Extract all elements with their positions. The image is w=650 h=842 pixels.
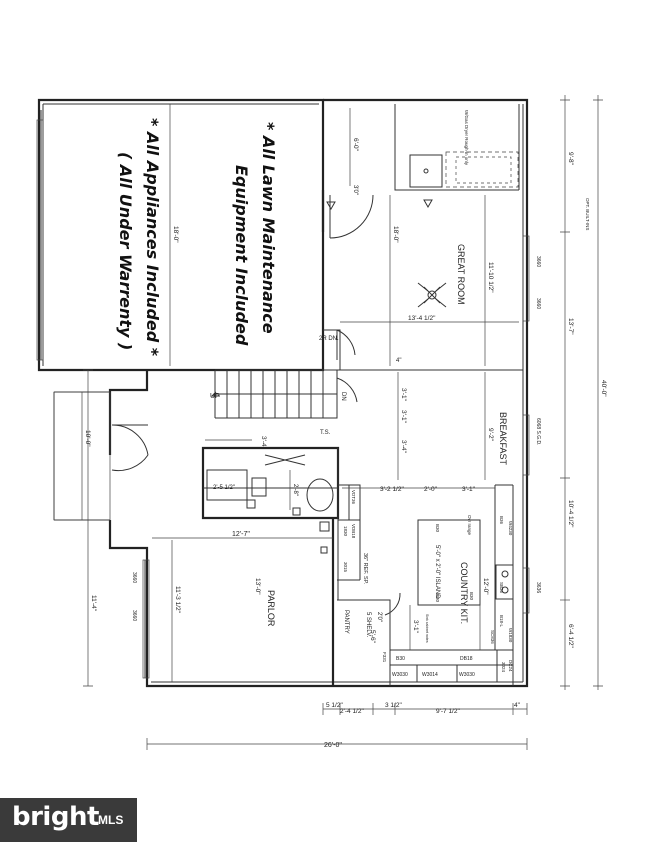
- dim-bottom-5-half: 5 1/2": [326, 702, 343, 709]
- cab-sc836: SC836: [490, 630, 495, 644]
- dim-great-room-width: 11'-10 1/2": [487, 262, 494, 293]
- dim-parlor-width: 12'-7": [232, 531, 250, 538]
- window-3660-d: 3660: [131, 610, 137, 621]
- dim-right-overall-depth: 40'-0": [600, 380, 607, 397]
- dim-3-0: 3'0": [352, 185, 358, 195]
- dim-parlor-depth: 13'-0": [254, 578, 261, 595]
- note-equipment-included: Equipment Included: [232, 165, 251, 346]
- dim-bottom-2-4: 2'-4 1/2": [340, 708, 364, 715]
- dim-great-room-depth: 18'-0": [392, 226, 399, 243]
- cab-b30-a: B30: [396, 656, 405, 662]
- dim-bottom-3-half: 3 1/2": [385, 702, 402, 709]
- dim-2-0-b: 2'0": [376, 612, 382, 622]
- dim-6-0: 6'-0": [352, 138, 359, 152]
- label-2r-dn: 2R DN.: [319, 336, 339, 342]
- label-stair-dn: DN: [340, 392, 346, 401]
- ceiling-fan-icon: [417, 282, 447, 308]
- label-washer-dryer: W/Gas Dryer Rough-in only: [464, 110, 469, 166]
- cab-w3030-b: W3030: [459, 672, 475, 678]
- dim-2-5: 2'-5 1/2": [213, 485, 235, 491]
- cab-1830: 1830: [343, 526, 348, 537]
- room-label-country-kitchen: COUNTRY KIT.: [459, 562, 469, 624]
- exterior-walls: [37, 98, 529, 688]
- dim-right-9-8: 9'-8": [567, 152, 574, 166]
- dim-2-8: 2'-8": [292, 484, 298, 496]
- dimension-labels: 18'-0" 18'-0" 6'-0" 3'0" 11'-10 1/2" 13'…: [84, 138, 607, 749]
- dim-13-4: 13'-4 1/2": [408, 315, 436, 322]
- dim-11-3: 11'-3 1/2": [174, 586, 181, 614]
- dim-3-1-c: 3'-1": [462, 486, 476, 493]
- note-lawn-maintenance: * All Lawn Maintenance: [259, 122, 278, 334]
- room-label-great-room: GREAT ROOM: [456, 244, 466, 305]
- dim-left-room-depth: 18'-0": [172, 226, 179, 243]
- cab-vdb18: VDB18: [351, 524, 356, 539]
- cab-w3014: W3014: [422, 672, 438, 678]
- dim-overall-width: 26'-0": [324, 742, 342, 749]
- window-3660-b: 3660: [535, 298, 541, 309]
- room-label-parlor: PARLOR: [266, 590, 276, 627]
- dim-bottom-4: 4": [514, 702, 521, 709]
- dim-12-0: 12'-0": [482, 578, 489, 595]
- dim-right-10-4: 10'-4 1/2": [567, 500, 574, 528]
- window-3660-a: 3660: [535, 256, 541, 267]
- cab-w1830: W1830: [508, 628, 513, 643]
- brightmls-logo-mls: MLS: [98, 813, 124, 827]
- label-island: 5'-0" x 2'-0" ISLAND: [434, 545, 440, 599]
- label-stair-up: UP: [210, 393, 220, 400]
- dim-ovr-range: Ovr range: [467, 515, 472, 536]
- dim-3-1-b: 3'-1": [400, 410, 407, 424]
- label-shelves: 5 SHELV.: [365, 612, 371, 638]
- cab-b30-b: B30: [469, 592, 474, 601]
- dim-right-opt-built-ins: OPT. BUILT-INS: [585, 198, 590, 230]
- note-appliances-included: * All Appliances Included *: [143, 118, 162, 357]
- dim-5-6: 5'-6": [369, 630, 376, 644]
- note-under-warrenty: ( All Under Warrenty ): [116, 152, 135, 350]
- dim-3-1-d: 3'-1": [412, 620, 419, 634]
- cab-w4230: W4230: [508, 521, 513, 536]
- dim-ts: T.S.: [320, 430, 331, 436]
- cab-vdt36: VDT36: [351, 490, 356, 505]
- stair-treads: [210, 370, 337, 418]
- cab-f331: F331: [382, 652, 387, 663]
- dim-10-0: 10'-0": [84, 430, 91, 447]
- door-sliding-glass: 6068 S.G.D.: [535, 418, 541, 446]
- dimension-lines: [81, 95, 603, 750]
- cab-b18l: B18-L: [499, 615, 504, 628]
- window-3660-c: 3660: [131, 572, 137, 583]
- room-label-breakfast: BREAKFAST: [498, 412, 508, 466]
- cab-db18: DB18: [460, 656, 473, 662]
- brightmls-logo: bright MLS: [0, 798, 137, 842]
- dim-9-2: 9'-2": [487, 428, 494, 442]
- dim-2-0: 2'-0": [424, 486, 438, 493]
- window-3636: 3636: [535, 582, 541, 593]
- dim-11-4: 11'-4": [90, 595, 97, 612]
- cab-dc24: DC24: [508, 660, 513, 672]
- doors: [111, 194, 401, 616]
- label-pantry: PANTRY: [343, 610, 349, 634]
- cab-b30-c: B30: [435, 524, 440, 533]
- cab-sink-note: Sink cabinet notes: [425, 614, 429, 643]
- dim-4-in: 4": [396, 358, 401, 364]
- dim-3-4-b: 3'-4": [260, 436, 267, 450]
- room-labels: GREAT ROOM BREAKFAST COUNTRY KIT. PARLOR…: [210, 110, 508, 638]
- cab-3024: 3024: [501, 662, 506, 673]
- dim-3-1-a: 3'-1": [400, 388, 407, 402]
- dim-ref-space: 36" REF. SP.: [362, 553, 368, 585]
- dim-3-2: 3'-2 1/2": [380, 486, 404, 493]
- dim-right-6-4: 6'-4 1/2": [567, 624, 574, 648]
- dim-bottom-9-7: 9'-7 1/2": [436, 708, 460, 715]
- cabinet-codes: 3660 3660 3660 3660 6068 S.G.D. 3636 VDT…: [131, 256, 541, 678]
- cab-sb36: SB36: [499, 582, 504, 594]
- cab-3015: 3015: [343, 562, 348, 573]
- dim-3-4-a: 3'-4": [400, 440, 407, 454]
- handwritten-notes: * All Lawn Maintenance Equipment Include…: [116, 118, 278, 357]
- cab-b36: B36: [499, 516, 504, 525]
- cab-w3030-a: W3030: [392, 672, 408, 678]
- brightmls-logo-wordmark: bright: [12, 802, 99, 832]
- fixtures: [36, 119, 530, 683]
- cab-b30-d: B30: [435, 594, 440, 603]
- dim-right-13-7: 13'-7": [567, 318, 574, 335]
